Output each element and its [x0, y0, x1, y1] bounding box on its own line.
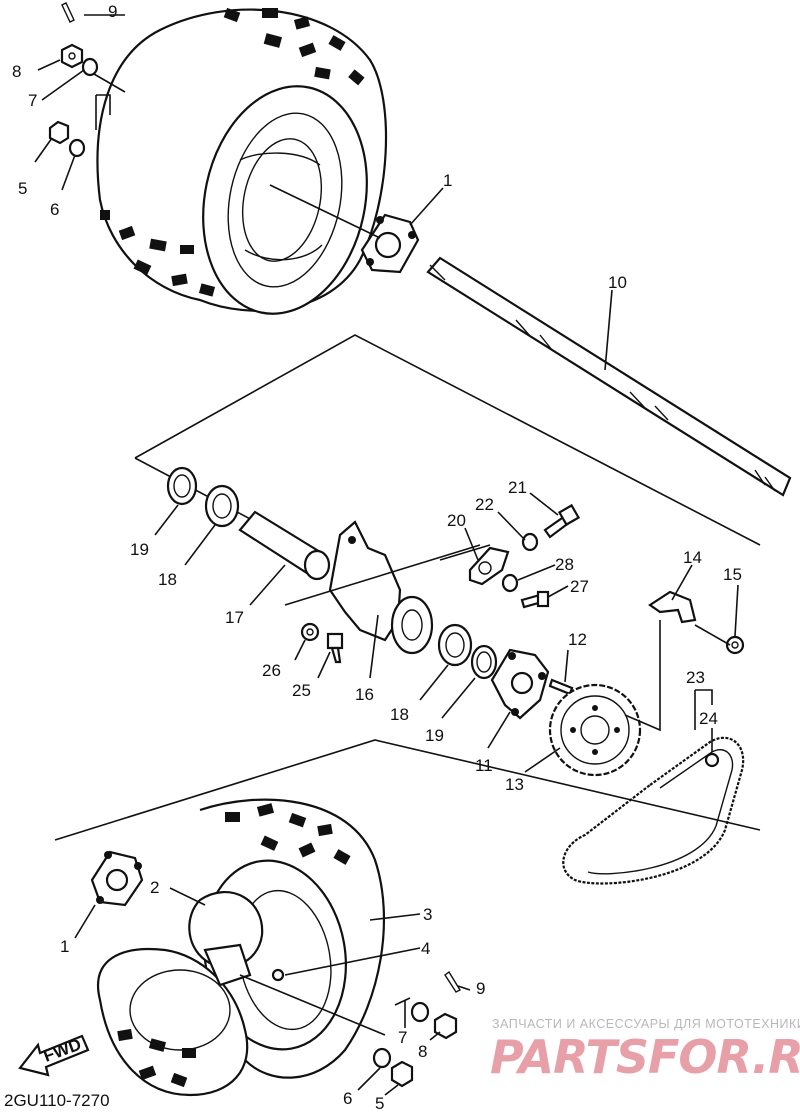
callout-19-right: 19	[425, 726, 444, 745]
stud-bolt-12	[548, 678, 574, 696]
bottom-assembly-frame	[54, 739, 761, 841]
washer-6-bottom	[372, 1047, 392, 1069]
callout-1-bottom: 1	[60, 937, 69, 956]
nut-15	[725, 635, 745, 655]
fwd-arrow: FWD	[18, 1034, 90, 1077]
clamp-20	[468, 546, 510, 586]
top-wheel-hub	[360, 213, 420, 274]
washer-6-top	[68, 138, 86, 158]
callout-23: 23	[686, 668, 705, 687]
bolt-21	[543, 503, 581, 539]
washer-7-top	[81, 57, 99, 77]
nut-5-bottom	[390, 1060, 414, 1088]
bottom-rim-2	[188, 890, 264, 987]
washer-7-bottom	[410, 1001, 430, 1023]
callout-21: 21	[508, 478, 527, 497]
callout-7-bottom: 7	[398, 1028, 407, 1047]
callout-20: 20	[447, 511, 466, 530]
callout-labels: 9 8 7 5 6 1 10 21 22 20 28 27 14 15 19 1…	[12, 2, 742, 1113]
callout-24: 24	[699, 709, 718, 728]
sprocket-13	[548, 683, 642, 777]
callout-9-top: 9	[108, 2, 117, 21]
callout-18-right: 18	[390, 705, 409, 724]
bracket-14	[648, 590, 697, 624]
stud-4	[271, 968, 285, 982]
callout-14: 14	[683, 548, 702, 567]
callout-16: 16	[355, 685, 374, 704]
callout-28: 28	[555, 555, 574, 574]
callout-9-bottom: 9	[476, 979, 485, 998]
callout-1-top: 1	[443, 171, 452, 190]
rear-axle	[426, 256, 792, 497]
callout-6-top: 6	[50, 200, 59, 219]
washer-28	[501, 573, 519, 593]
bearing-18-right	[437, 623, 473, 667]
callout-3: 3	[423, 905, 432, 924]
callout-11: 11	[475, 756, 493, 775]
callout-6-bottom: 6	[343, 1089, 352, 1108]
callout-8-bottom: 8	[418, 1042, 427, 1061]
callout-8-top: 8	[12, 62, 21, 81]
callout-26: 26	[262, 661, 281, 680]
sprocket-hub-11	[490, 648, 550, 720]
callout-25: 25	[292, 681, 311, 700]
callout-5-top: 5	[18, 179, 27, 198]
top-tire-tread	[100, 7, 365, 297]
callout-5-bottom: 5	[375, 1094, 384, 1113]
cotter-pin-9-bottom	[444, 970, 461, 993]
spacer-17	[238, 510, 331, 581]
callout-7-top: 7	[28, 91, 37, 110]
chain-joint-24	[704, 752, 720, 768]
oil-seal-19-right	[470, 644, 498, 680]
watermark-logo: PARTSFOR.RU	[490, 1030, 800, 1084]
callout-10: 10	[608, 273, 627, 292]
callout-19-left: 19	[130, 540, 149, 559]
top-wheel-tire	[96, 8, 388, 315]
drive-chain-23	[562, 736, 745, 885]
cotter-pin-9-top	[61, 2, 75, 23]
nut-5-top	[48, 120, 70, 145]
callout-27: 27	[570, 577, 589, 596]
castle-nut-8-top	[60, 43, 84, 69]
diagram-code: 2GU110-7270	[4, 1091, 110, 1110]
watermark-tagline: ЗАПЧАСТИ И АКСЕССУАРЫ ДЛЯ МОТОТЕХНИКИ	[492, 1017, 800, 1031]
callout-12: 12	[568, 630, 587, 649]
callout-22: 22	[475, 495, 494, 514]
bottom-wheel-inner-half	[97, 948, 249, 1097]
castle-nut-8-bottom	[433, 1012, 458, 1040]
callout-2: 2	[150, 878, 159, 897]
callout-17: 17	[225, 608, 244, 627]
bolt-27	[520, 590, 550, 609]
callout-15: 15	[723, 565, 742, 584]
bottom-wheel-hub	[90, 850, 144, 907]
callout-13: 13	[505, 775, 524, 794]
nut-26	[300, 622, 320, 642]
washer-22	[521, 532, 539, 552]
leader-lines	[34, 14, 739, 1096]
bottom-tire-tread	[117, 803, 351, 1088]
bearing-18-left	[204, 484, 240, 528]
oil-seal-19-left	[166, 466, 198, 506]
callout-4: 4	[421, 939, 430, 958]
callout-18-left: 18	[158, 570, 177, 589]
bolt-25	[326, 632, 344, 664]
axle-housing-16	[328, 520, 434, 655]
